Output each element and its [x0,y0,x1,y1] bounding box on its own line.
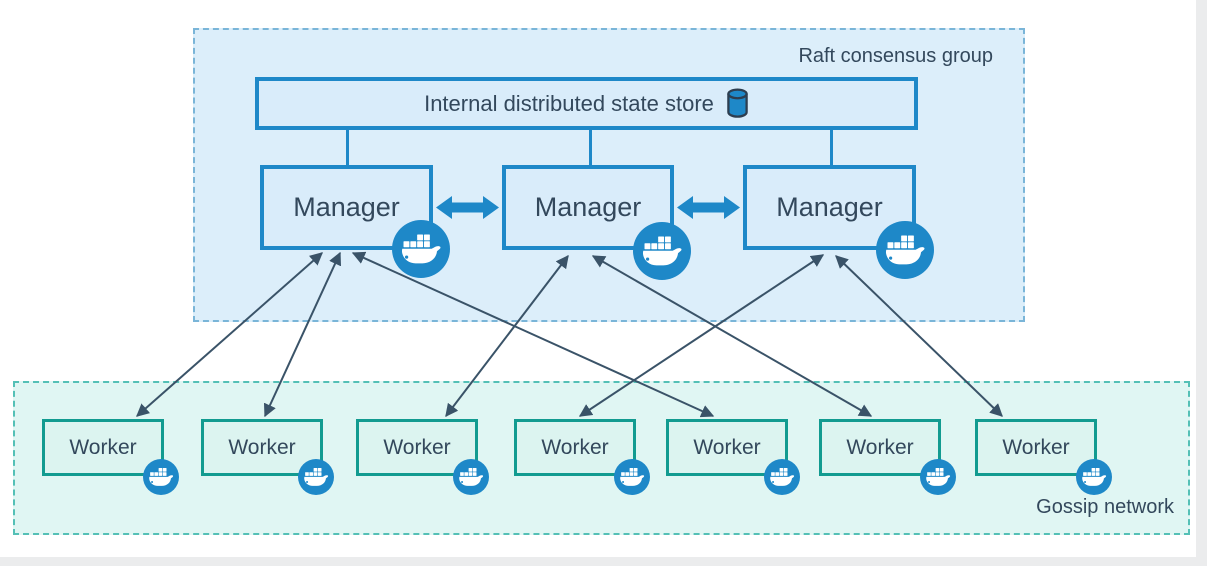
docker-whale-icon [392,220,450,278]
database-icon [727,88,748,118]
docker-whale-icon [764,459,800,495]
manager-2-box: Manager [502,165,674,250]
state-store-box: Internal distributed state store [255,77,918,130]
page-edge-right [1196,0,1207,566]
page-edge-bottom [0,557,1207,566]
worker-5-box: Worker [666,419,788,476]
store-manager2-connector [588,128,592,168]
worker-7-label: Worker [1002,435,1070,459]
worker-6-box: Worker [819,419,941,476]
docker-whale-icon [633,222,691,280]
manager-2-label: Manager [534,192,642,222]
manager-3-label: Manager [776,192,883,222]
worker-6-label: Worker [846,435,914,459]
store-manager3-connector [829,128,833,168]
manager-1-label: Manager [293,192,400,222]
docker-whale-icon [453,459,489,495]
docker-whale-icon [920,459,956,495]
docker-whale-icon [614,459,650,495]
worker-4-label: Worker [541,435,609,459]
worker-5-label: Worker [693,435,761,459]
worker-4-box: Worker [514,419,636,476]
worker-2-label: Worker [228,435,296,459]
worker-1-box: Worker [42,419,164,476]
state-store-label: Internal distributed state store [424,90,714,116]
worker-3-label: Worker [383,435,451,459]
raft-group-label: Raft consensus group [798,45,993,67]
worker-1-label: Worker [69,435,137,459]
store-manager1-connector [345,128,349,168]
docker-whale-icon [876,221,934,279]
docker-whale-icon [1076,459,1112,495]
gossip-network-label: Gossip network [1036,496,1174,518]
docker-whale-icon [298,459,334,495]
docker-whale-icon [143,459,179,495]
worker-7-box: Worker [975,419,1097,476]
worker-3-box: Worker [356,419,478,476]
